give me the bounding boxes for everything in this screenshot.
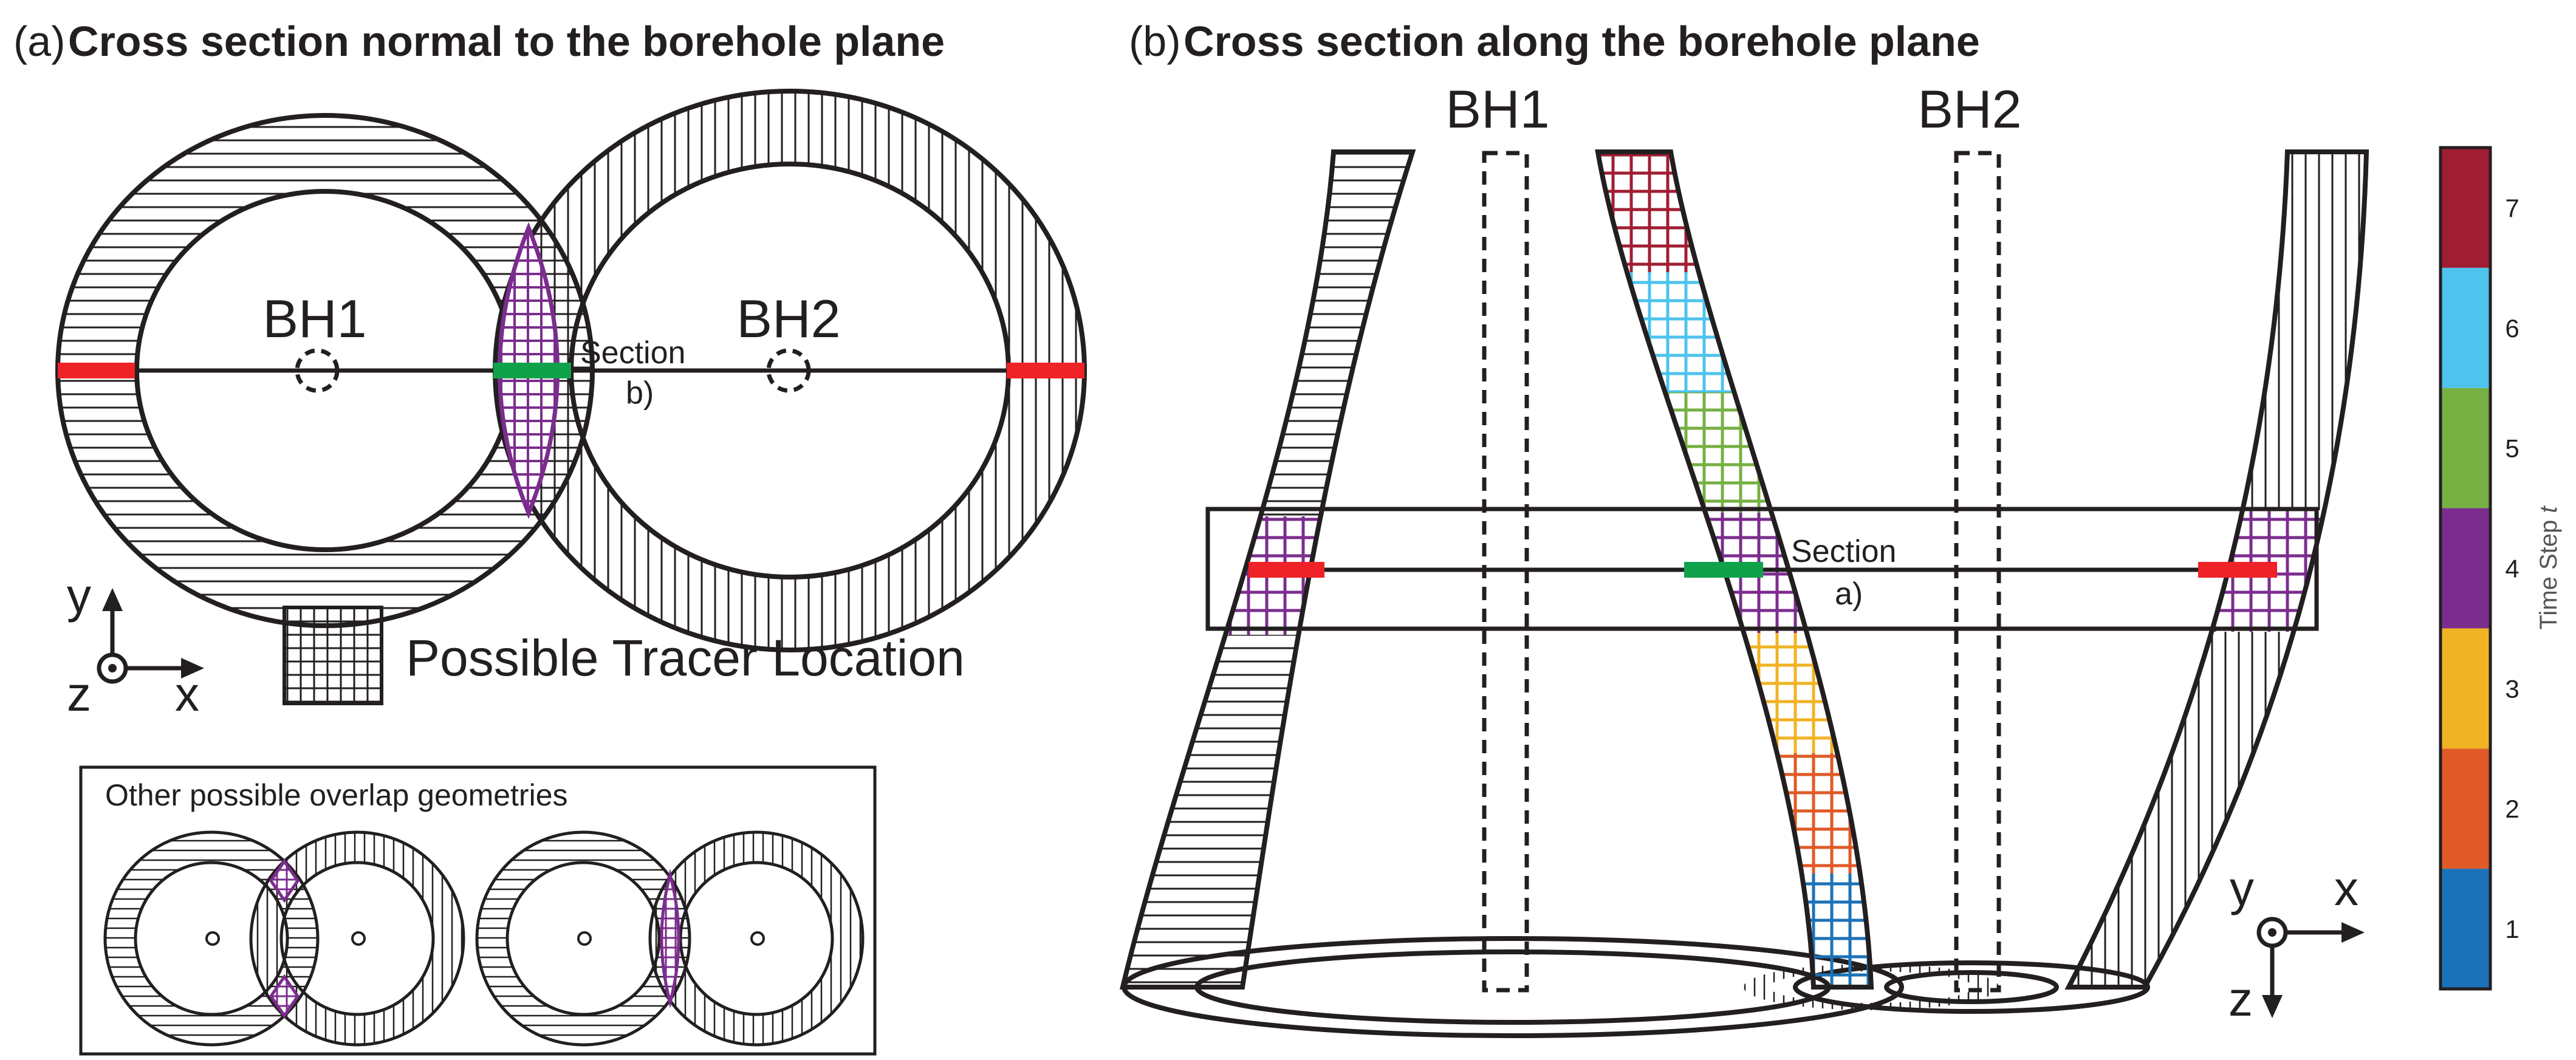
section-a-label-2: a) xyxy=(1835,576,1863,612)
time-step-colorbar: 1 2 3 4 5 6 7 Time Step t xyxy=(2439,146,2562,991)
legend: Possible Tracer Location xyxy=(283,606,965,705)
colorbar-segment-2 xyxy=(2441,748,2490,869)
panel-a-prefix: (a) xyxy=(13,18,66,65)
colorbar-tick-6: 6 xyxy=(2505,314,2519,343)
colorbar-title: Time Step t xyxy=(2535,505,2562,630)
section-a-label-1: Section xyxy=(1791,534,1896,569)
inset-box: Other possible overlap geometries xyxy=(79,765,877,1056)
axis-a-y-label: y xyxy=(67,569,91,623)
panel-a: (a) Cross section normal to the borehole… xyxy=(13,18,1087,1056)
bh1-label: BH1 xyxy=(262,289,366,349)
colorbar-segment-1 xyxy=(2441,869,2490,989)
colorbar-segment-3 xyxy=(2441,628,2490,749)
panel-b-prefix: (b) xyxy=(1129,18,1181,65)
bh1-borehole-icon xyxy=(295,348,340,393)
colorbar-tick-4: 4 xyxy=(2505,555,2519,583)
panel-b-title: (b) Cross section along the borehole pla… xyxy=(1129,18,1980,65)
legend-label: Possible Tracer Location xyxy=(406,629,965,686)
panel-a-title: (a) Cross section normal to the borehole… xyxy=(13,18,945,65)
colorbar-title-text: Time Step xyxy=(2535,513,2562,630)
inset-title: Other possible overlap geometries xyxy=(105,778,568,812)
legend-grid-swatch xyxy=(283,606,383,705)
axis-a-z-label: z xyxy=(67,667,91,721)
colorbar-tick-1: 1 xyxy=(2505,915,2519,943)
panel-a-title-text: Cross section normal to the borehole pla… xyxy=(68,18,945,65)
bh2-label: BH2 xyxy=(736,289,840,349)
axis-b-y-label: y xyxy=(2230,861,2254,915)
section-b-label-1: Section xyxy=(580,335,685,371)
axis-a-x-label: x xyxy=(175,667,199,721)
colorbar-segment-6 xyxy=(2441,267,2490,388)
axes-icon-a: y x z xyxy=(67,569,204,721)
colorbar-segment-7 xyxy=(2441,148,2490,268)
panel-b-bh2-label: BH2 xyxy=(1917,79,2021,139)
panel-b-title-text: Cross section along the borehole plane xyxy=(1184,18,1980,65)
panel-b-bh1-label: BH1 xyxy=(1445,79,1549,139)
axis-b-z-label: z xyxy=(2228,972,2253,1026)
bh2-borehole-icon xyxy=(766,348,811,393)
colorbar-segment-5 xyxy=(2441,388,2490,508)
colorbar-frame xyxy=(2439,146,2492,991)
axes-icon-b: y x z xyxy=(2228,861,2365,1026)
cone-base xyxy=(1122,936,2150,1038)
axis-b-x-label: x xyxy=(2334,861,2358,915)
colorbar-title-var: t xyxy=(2535,505,2562,513)
colorbar-segment-4 xyxy=(2441,508,2490,629)
colorbar-tick-5: 5 xyxy=(2505,434,2519,463)
colorbar-segments xyxy=(2441,148,2490,989)
section-a-box xyxy=(1205,507,2319,631)
colorbar-tick-7: 7 xyxy=(2505,194,2519,222)
colorbar-tick-2: 2 xyxy=(2505,795,2519,823)
colorbar-tick-3: 3 xyxy=(2505,674,2519,703)
section-b-label-2: b) xyxy=(626,375,654,411)
panel-b: (b) Cross section along the borehole pla… xyxy=(1119,18,2369,1038)
inset-geometry-2 xyxy=(475,830,865,1047)
inset-geometry-1 xyxy=(103,830,465,1047)
colorbar-labels: 1 2 3 4 5 6 7 xyxy=(2505,194,2519,943)
